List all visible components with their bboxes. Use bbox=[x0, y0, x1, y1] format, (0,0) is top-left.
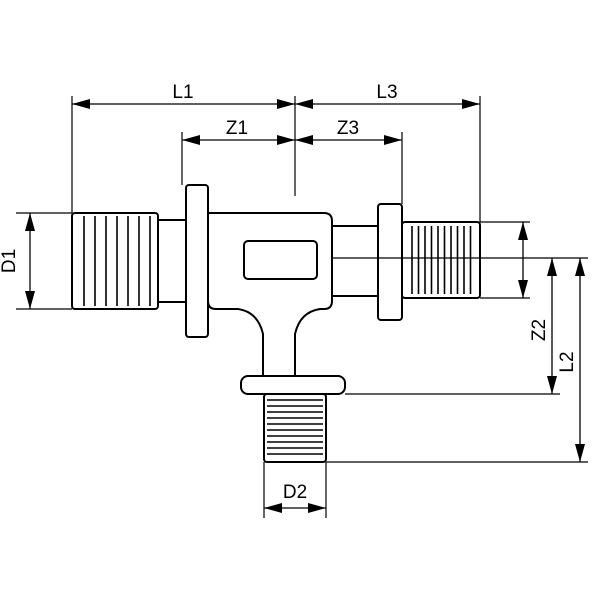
dimension-d3 bbox=[518, 222, 528, 298]
label-z3: Z3 bbox=[337, 118, 359, 139]
dimension-l3 bbox=[295, 99, 480, 109]
dimension-z2 bbox=[547, 258, 557, 394]
label-l1: L1 bbox=[172, 82, 193, 103]
bottom-spigot bbox=[263, 393, 327, 463]
main-body bbox=[207, 212, 333, 377]
left-flange bbox=[185, 184, 209, 338]
label-l2: L2 bbox=[557, 351, 578, 372]
extension-lines bbox=[16, 96, 588, 518]
right-flange bbox=[377, 203, 403, 321]
label-z2: Z2 bbox=[529, 319, 550, 341]
label-z1: Z1 bbox=[226, 118, 248, 139]
dimension-d2 bbox=[264, 503, 326, 513]
dimension-l2 bbox=[575, 258, 585, 462]
label-d2: D2 bbox=[283, 482, 307, 503]
dimension-l1 bbox=[72, 99, 295, 109]
label-l3: L3 bbox=[376, 82, 397, 103]
right-spigot bbox=[401, 221, 481, 299]
dimension-z3 bbox=[295, 135, 402, 145]
dimension-z1 bbox=[182, 135, 295, 145]
label-d1: D1 bbox=[0, 249, 20, 273]
bottom-flange bbox=[240, 375, 346, 395]
body-window bbox=[243, 240, 318, 280]
right-reducer bbox=[331, 225, 379, 297]
left-spigot bbox=[71, 212, 187, 310]
tee-fitting bbox=[71, 184, 481, 463]
dimension-d1 bbox=[25, 213, 35, 309]
